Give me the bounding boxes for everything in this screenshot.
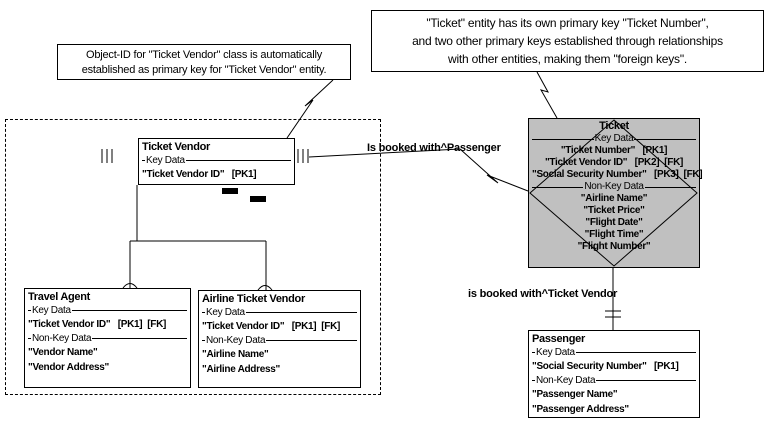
attribute-row: "Airline Address" (202, 364, 280, 375)
entity-title: Airline Ticket Vendor (202, 293, 305, 305)
attribute-row: "Flight Date" (585, 217, 643, 228)
attribute-row: "Airline Name" (580, 193, 648, 204)
attribute-row: "Ticket Vendor ID" [PK1] [FK] (202, 321, 341, 332)
section-row: Key Data (529, 346, 699, 359)
entity-title: Ticket Vendor (142, 141, 211, 153)
callout-text-line: established as primary key for "Ticket V… (81, 64, 327, 76)
callout-ticket-note[interactable]: "Ticket" entity has its own primary key … (371, 10, 764, 72)
attribute-row: "Ticket Vendor ID" [PK1] [FK] (28, 319, 167, 330)
entity-attributes: Key Data"Ticket Number" [PK1]"Ticket Ven… (529, 133, 703, 253)
entity-attributes: Key Data "Ticket Vendor ID" [PK1] [FK] Non… (199, 306, 360, 377)
callout-text-line: "Ticket" entity has its own primary key … (426, 16, 709, 30)
entity-attributes: Key Data "Ticket Vendor ID" [PK1] (139, 154, 294, 182)
section-row: Key Data (139, 154, 294, 167)
relationship-label-booked-with-ticket-vendor: is booked with^Ticket Vendor (468, 288, 618, 300)
entity-title: Travel Agent (28, 291, 91, 303)
callout-text-line: Object-ID for "Ticket Vendor" class is a… (85, 49, 323, 61)
entity-ticket[interactable]: Ticket Key Data"Ticket Number" [PK1]"Tic… (528, 118, 703, 268)
attribute-row: "Ticket Price" (583, 205, 645, 216)
entity-attributes: Key Data "Social Security Number" [PK1] No… (529, 346, 699, 417)
relationship-label-booked-with-passenger: Is booked with^Passenger (367, 142, 501, 154)
section-row: Key Data (25, 304, 190, 317)
callout-text-line: with other entities, making them "foreig… (447, 52, 688, 66)
callout-pointer-ticket-note (536, 71, 558, 119)
attribute-row: "Flight Number" (577, 241, 651, 252)
attribute-row: "Passenger Name" (532, 389, 618, 400)
section-row: Non-Key Data (529, 374, 699, 387)
entity-ticket-vendor[interactable]: Ticket Vendor Key Data "Ticket Vendor ID"… (138, 138, 295, 185)
attribute-row: "Ticket Vendor ID" [PK2] [FK] (544, 157, 684, 168)
entity-travel-agent[interactable]: Travel Agent Key Data "Ticket Vendor ID" … (24, 288, 191, 388)
section-row: Key Data (199, 306, 360, 319)
section-row: Key Data (529, 133, 699, 145)
section-row: Non-Key Data (199, 334, 360, 347)
attribute-row: "Flight Time" (584, 229, 644, 240)
class-boundary-dashed-box (5, 119, 381, 395)
callout-text-line: and two other primary keys established t… (412, 34, 723, 48)
entity-airline-ticket-vendor[interactable]: Airline Ticket Vendor Key Data "Ticket Ve… (198, 290, 361, 388)
attribute-row: "Ticket Number" [PK1] (560, 145, 668, 156)
section-row: Non-Key Data (529, 181, 699, 193)
attribute-row: "Vendor Address" (28, 362, 110, 373)
section-row: Non-Key Data (25, 332, 190, 345)
entity-title: Passenger (532, 333, 585, 345)
attribute-row: "Social Security Number" [PK1] (532, 361, 679, 372)
attribute-row: "Vendor Name" (28, 347, 98, 358)
attribute-row: "Airline Name" (202, 349, 269, 360)
entity-passenger[interactable]: Passenger Key Data "Social Security Numbe… (528, 330, 700, 418)
entity-title: Ticket (599, 120, 629, 132)
attribute-row: "Social Security Number" [PK3] [FK] (532, 169, 703, 180)
callout-vendor-note[interactable]: Object-ID for "Ticket Vendor" class is a… (57, 44, 351, 80)
attribute-row: "Ticket Vendor ID" [PK1] (142, 169, 257, 180)
entity-attributes: Key Data "Ticket Vendor ID" [PK1] [FK] Non… (25, 304, 190, 375)
attribute-row: "Passenger Address" (532, 404, 629, 415)
